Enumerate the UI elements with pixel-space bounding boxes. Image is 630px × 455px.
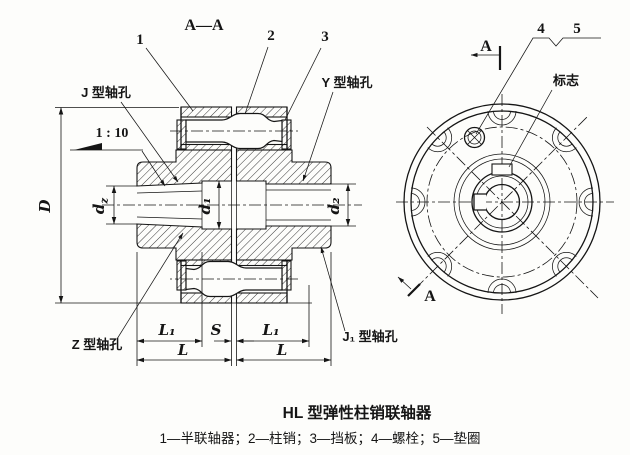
dimension-L-left: L [136,341,232,363]
dim-label-d2: d₂ [325,197,343,214]
dimension-D: D [36,107,312,304]
section-title: A—A [184,17,224,34]
label-mark: 标志 [508,73,579,168]
dim-label-L-left: L [177,341,189,359]
dimension-S: S [211,321,254,344]
dimension-L-right: L [236,341,332,363]
callout-5-label: 5 [573,21,581,37]
dim-label-D: D [36,199,54,213]
callout-4-5: 4 5 [475,21,601,135]
label-taper-text: 1 : 10 [96,126,129,141]
callout-2-label: 2 [267,28,275,44]
dimension-d2: d₂ [325,183,356,227]
dim-label-L-right: L [276,341,288,359]
dimension-L1-right: L₁ [236,321,310,344]
section-view: D dz d₁ d₂ L₁ [36,17,398,366]
keyway [473,193,486,211]
callout-3: 3 [284,29,329,121]
bolt-and-washer [463,126,486,149]
dimension-L1-left: L₁ [136,321,203,344]
callout-1-label: 1 [136,32,144,48]
callout-2: 2 [244,28,275,115]
front-view: 4 5 标志 A A [396,21,614,314]
label-j-hole-text: J 型轴孔 [81,85,131,100]
dim-label-d1: d₁ [196,197,214,214]
dimension-d1: d₁ [196,180,222,230]
pin-assembly-bottom [169,259,299,304]
section-arrow-bottom-label: A [424,288,436,305]
callout-3-label: 3 [321,29,329,45]
callout-1: 1 [136,32,194,112]
front-view-centerlines [396,94,614,314]
label-y-hole-text: Y 型轴孔 [321,75,372,90]
caption: HL 型弹性柱销联轴器 1—半联轴器；2—柱销；3—挡板；4—螺栓；5—垫圈 [159,403,480,447]
section-arrow-top: A [470,38,502,70]
label-taper: 1 : 10 [70,126,166,187]
mark-rectangle [491,163,513,176]
dimension-dz: dz [90,185,137,225]
section-arrow-bottom: A [397,276,436,305]
taper-symbol [74,143,102,150]
bore-lines [136,183,331,227]
caption-title: HL 型弹性柱销联轴器 [283,403,432,422]
callout-4-label: 4 [537,21,545,37]
caption-legend: 1—半联轴器；2—柱销；3—挡板；4—螺栓；5—垫圈 [159,431,480,447]
label-z-hole-text: Z 型轴孔 [72,337,123,352]
section-arrow-top-label: A [480,38,492,55]
label-j-hole: J 型轴孔 [81,85,179,183]
dim-label-L1-right: L₁ [261,321,279,339]
label-mark-text: 标志 [552,73,579,88]
half-coupling-right [235,149,332,261]
dim-label-S: S [211,321,222,339]
label-y-hole: Y 型轴孔 [302,75,373,182]
label-z-hole: Z 型轴孔 [72,232,184,352]
label-j1-hole-text: J₁ 型轴孔 [342,329,397,344]
label-j1-hole: J₁ 型轴孔 [320,246,398,344]
pin-assembly-top [170,106,298,151]
dim-label-dz: dz [90,198,111,215]
dim-label-L1-left: L₁ [157,321,175,339]
dimension-extension-lines [136,252,332,366]
half-coupling-left [136,149,233,261]
